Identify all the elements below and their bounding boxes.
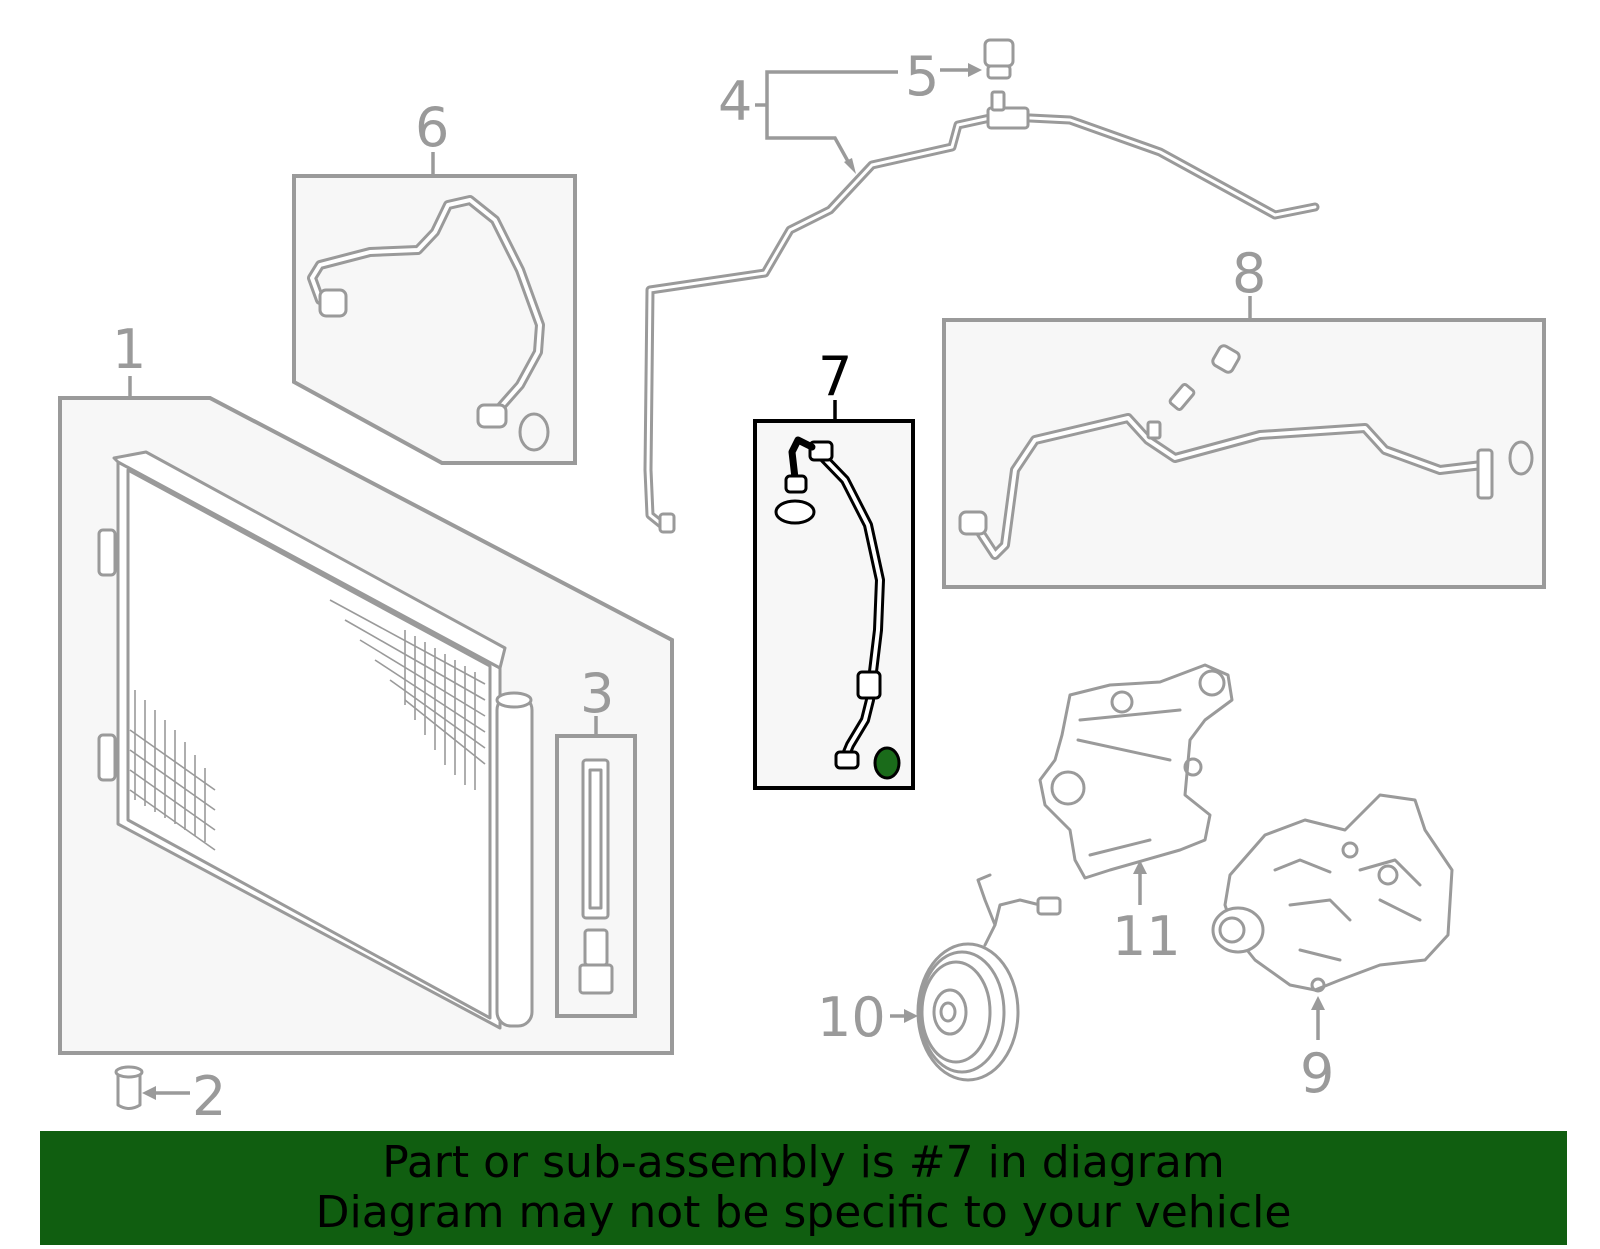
part-10-hub <box>932 988 968 1036</box>
part-6-fitting-top <box>318 288 348 318</box>
part-8-fitting-left <box>958 510 988 536</box>
part-10-arrow <box>904 1009 918 1023</box>
callout-3: 3 <box>580 662 614 725</box>
condenser-fins-upper <box>329 599 486 790</box>
part-9-compressor-body <box>1223 793 1454 992</box>
part-5-cap-base <box>986 64 1012 80</box>
part-7-box <box>753 419 915 790</box>
part-8-flange-right <box>1476 448 1494 500</box>
part-8-tube-group: 8 <box>942 242 1546 589</box>
callout-4: 4 <box>718 70 752 133</box>
part-3-drier-group: 3 <box>555 662 637 1018</box>
part-2-cushion-top <box>114 1065 144 1079</box>
callout-5: 5 <box>905 45 939 108</box>
part-8-cap <box>1211 344 1241 374</box>
banner-line-2: Diagram may not be specific to your vehi… <box>315 1187 1292 1238</box>
part-10-clutch-group: 10 <box>817 873 1062 1082</box>
part-7-fitting-top <box>788 436 816 482</box>
part-11-rib <box>1076 708 1182 857</box>
part-4-service-port-block <box>986 106 1030 130</box>
callout-6: 6 <box>415 96 449 159</box>
drier-plug <box>583 928 609 967</box>
callout-2: 2 <box>192 1065 226 1128</box>
drier-cartridge <box>581 758 610 920</box>
part-5-cap <box>983 38 1015 68</box>
part-6-o-ring <box>518 412 550 452</box>
part-9-pulley-boss-inner <box>1218 916 1246 944</box>
callout-10: 10 <box>817 986 886 1049</box>
drier-cartridge-inner <box>588 768 603 910</box>
part-9-compressor-group: 9 <box>1211 793 1454 1105</box>
receiver-tank <box>495 694 534 1028</box>
part-2-arrow <box>142 1086 156 1100</box>
part-9-port-1 <box>1377 864 1399 886</box>
part-8-port <box>1146 420 1162 440</box>
part-9-port-2 <box>1341 841 1359 859</box>
part-9-detail <box>1273 858 1422 962</box>
part-11-boss-top <box>1110 690 1134 714</box>
part-7-flange-top <box>784 474 808 494</box>
part-11-boss-lower <box>1183 757 1203 777</box>
condenser-fins-lower <box>129 690 216 851</box>
part-10-pulley-groove-1 <box>918 950 1006 1074</box>
part-4-end-fitting <box>658 512 676 534</box>
part-7-o-ring-bottom <box>873 746 901 780</box>
part-6-hose-group: 6 <box>292 96 577 465</box>
callout-1: 1 <box>112 318 146 381</box>
receiver-tank-top <box>495 691 533 709</box>
condenser-mount-upper <box>97 528 117 577</box>
part-4-leader <box>765 70 898 166</box>
part-9-arrow <box>1311 996 1325 1010</box>
part-9-bolt <box>1310 977 1326 993</box>
part-5-arrow <box>968 63 982 77</box>
part-11-boss-left <box>1050 770 1086 806</box>
callout-7[interactable]: 7 <box>818 345 852 408</box>
part-4-liquid-line-right <box>1025 113 1320 220</box>
part-10-hub-center <box>939 1001 957 1023</box>
part-2-cushion-group: 2 <box>114 1065 226 1128</box>
info-banner: Part or sub-assembly is #7 in diagram Di… <box>40 1131 1567 1245</box>
part-2-cushion <box>116 1070 142 1110</box>
banner-line-1: Part or sub-assembly is #7 in diagram <box>382 1137 1225 1188</box>
part-8-box <box>942 318 1546 589</box>
part-1-condenser-group: 1 <box>58 318 674 1055</box>
part-7-flange-bottom <box>834 750 860 770</box>
part-4-service-port-stem <box>990 90 1006 112</box>
part-4-arrow <box>844 158 856 174</box>
part-11-bracket-group: 11 <box>1038 663 1234 968</box>
part-7-o-ring-top <box>774 499 816 525</box>
part-10-pulley-groove-2 <box>920 960 992 1064</box>
condenser-top-rail <box>112 450 507 670</box>
part-11-arrow <box>1133 860 1147 874</box>
condenser-frame-inner <box>126 468 492 1020</box>
callout-8: 8 <box>1232 242 1266 305</box>
part-7-crimp-top <box>808 440 834 462</box>
callout-9: 9 <box>1300 1042 1334 1105</box>
callout-11: 11 <box>1112 905 1181 968</box>
drier-plug-base <box>578 963 614 995</box>
part-11-boss-right <box>1198 669 1226 697</box>
part-6-fitting-bottom <box>476 403 508 429</box>
condenser-mount-lower <box>97 733 117 782</box>
part-4-line-group: 4 5 <box>643 38 1320 534</box>
part-7-crimp-bottom <box>856 670 882 700</box>
part-10-connector <box>1036 896 1062 916</box>
part-8-o-ring <box>1508 440 1534 476</box>
part-10-pulley-outer <box>916 942 1020 1082</box>
part-8-valve-core <box>1168 383 1196 411</box>
part-7-hose-group: 7 <box>753 345 915 790</box>
